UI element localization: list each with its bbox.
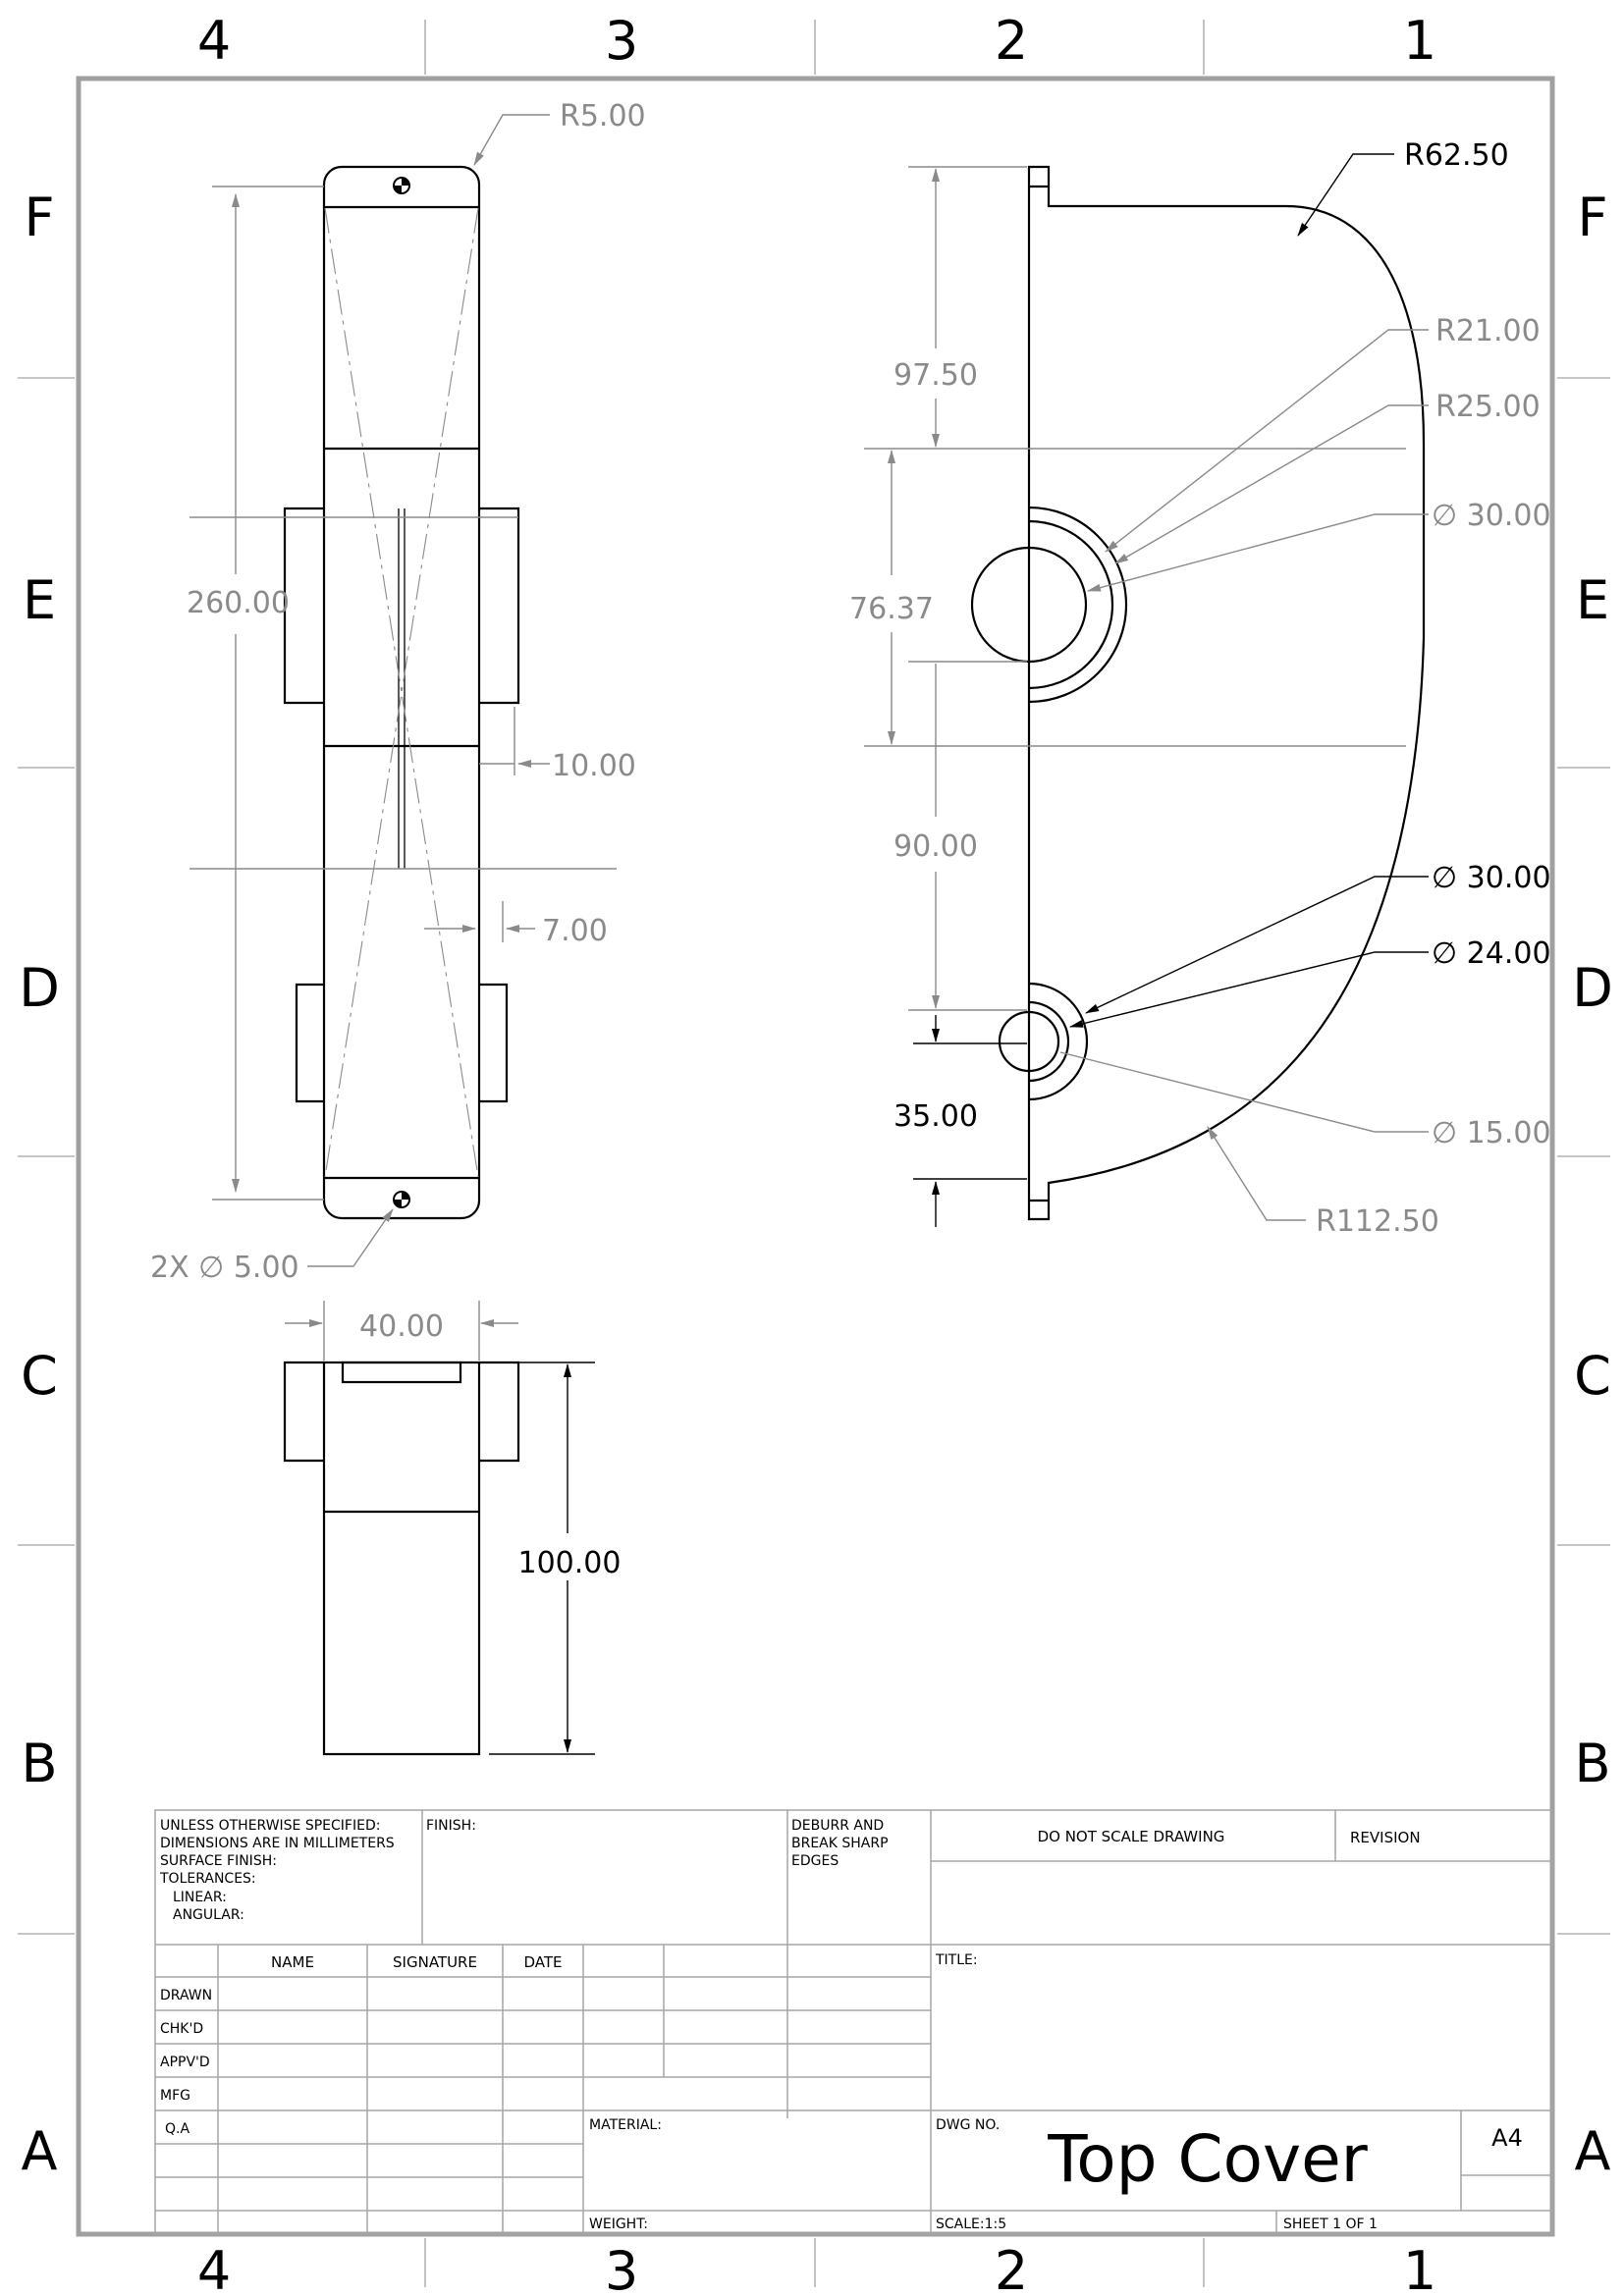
dim-dia-lower-mid: ∅ 24.00 <box>1432 936 1551 971</box>
role-approved: APPV'D <box>160 2055 210 2070</box>
zone-row-A-right: A <box>1575 2120 1611 2182</box>
dwg-no-label: DWG NO. <box>936 2117 1000 2133</box>
dim-97: 97.50 <box>893 358 978 393</box>
zone-col-2-top: 2 <box>995 10 1028 72</box>
spec-line-2: DIMENSIONS ARE IN MILLIMETERS <box>160 1836 395 1851</box>
header-date: DATE <box>523 1953 562 1971</box>
zone-row-D-left: D <box>19 957 60 1019</box>
dim-76: 76.37 <box>849 592 934 626</box>
bottom-view-body <box>322 1361 481 1756</box>
dim-mount-holes: 2X ∅ 5.00 <box>150 1251 299 1285</box>
zone-col-3-top: 3 <box>605 10 638 72</box>
dim-r112: R112.50 <box>1316 1204 1439 1239</box>
zone-col-4-bottom: 4 <box>197 2240 231 2296</box>
dim-width: 40.00 <box>359 1309 444 1344</box>
dim-dia-lower-hole: ∅ 15.00 <box>1432 1116 1551 1150</box>
right-lug-lower <box>479 983 509 1103</box>
bottom-view <box>283 1361 520 1756</box>
title-label: TITLE: <box>935 1952 978 1968</box>
spec-line-6: ANGULAR: <box>173 1907 244 1923</box>
dim-dia-lower-outer: ∅ 30.00 <box>1432 861 1551 895</box>
header-name: NAME <box>271 1953 314 1971</box>
title-block: UNLESS OTHERWISE SPECIFIED: DIMENSIONS A… <box>154 1809 1553 2235</box>
zone-col-2-bottom: 2 <box>995 2240 1028 2296</box>
lower-bore <box>998 1010 1060 1073</box>
drawing-title: Top Cover <box>1047 2121 1368 2197</box>
role-qa: Q.A <box>165 2121 189 2137</box>
role-drawn: DRAWN <box>160 1988 212 2003</box>
right-lug-upper <box>479 507 520 705</box>
dim-rib-offset: 10.00 <box>552 749 636 783</box>
zone-row-A-left: A <box>22 2120 58 2182</box>
zone-row-F-right: F <box>1577 187 1607 248</box>
dim-r62: R62.50 <box>1404 138 1509 173</box>
front-view-body <box>322 165 481 1220</box>
dim-rib-offset-lower: 7.00 <box>542 914 608 948</box>
spec-line-5: LINEAR: <box>173 1890 227 1905</box>
zone-row-C-right: C <box>1574 1345 1611 1407</box>
front-view-dimensions: R5.00 260.00 10.00 7.00 2X ∅ 5.00 <box>150 99 646 1285</box>
upper-bore <box>970 546 1088 664</box>
dim-dia-upper: ∅ 30.00 <box>1432 499 1551 533</box>
weight-label: WEIGHT: <box>589 2216 648 2232</box>
zone-row-C-left: C <box>21 1345 58 1407</box>
zone-col-4-top: 4 <box>197 10 231 72</box>
mount-hole-top <box>393 177 410 194</box>
zone-row-B-left: B <box>21 1733 57 1794</box>
zone-row-F-left: F <box>24 187 54 248</box>
zone-col-3-bottom: 3 <box>605 2240 638 2296</box>
zone-row-E-left: E <box>23 569 56 631</box>
zone-row-B-right: B <box>1574 1733 1610 1794</box>
bottom-view-dimensions: 40.00 100.00 <box>285 1301 622 1755</box>
spec-line-3: SURFACE FINISH: <box>160 1853 277 1869</box>
do-not-scale-label: DO NOT SCALE DRAWING <box>1038 1828 1225 1845</box>
sheet-border <box>76 76 1555 2237</box>
dim-r25: R25.00 <box>1435 390 1541 424</box>
mount-hole-bottom <box>393 1191 410 1208</box>
side-view-profile <box>1027 165 1426 1221</box>
dim-height: 100.00 <box>518 1546 622 1580</box>
revision-label: REVISION <box>1350 1829 1421 1846</box>
size-label: A4 <box>1491 2124 1523 2152</box>
deburr-line-1: DEBURR AND <box>791 1818 884 1834</box>
dim-r5: R5.00 <box>560 99 646 133</box>
header-signature: SIGNATURE <box>393 1953 477 1971</box>
left-lug-upper <box>283 507 324 705</box>
side-view-dimensions: R62.50 R21.00 R25.00 ∅ 30.00 ∅ 30.00 ∅ 2… <box>849 138 1551 1239</box>
role-mfg: MFG <box>160 2088 190 2104</box>
spec-line-4: TOLERANCES: <box>159 1871 256 1887</box>
sheet-label: SHEET 1 OF 1 <box>1283 2216 1378 2232</box>
dim-90: 90.00 <box>893 829 978 864</box>
finish-label: FINISH: <box>426 1818 476 1834</box>
front-view <box>283 165 520 1220</box>
zone-col-1-top: 1 <box>1403 10 1436 72</box>
dim-overall-length: 260.00 <box>187 586 290 620</box>
side-view <box>970 165 1426 1221</box>
dim-35: 35.00 <box>893 1099 978 1134</box>
material-label: MATERIAL: <box>589 2117 662 2133</box>
left-lug-lower <box>295 983 324 1103</box>
zone-row-E-right: E <box>1576 569 1609 631</box>
deburr-line-3: EDGES <box>791 1853 839 1869</box>
zone-ticks <box>18 20 1610 2287</box>
zone-row-D-right: D <box>1572 957 1613 1019</box>
deburr-line-2: BREAK SHARP <box>791 1836 889 1851</box>
scale-label: SCALE:1:5 <box>936 2216 1006 2232</box>
role-checked: CHK'D <box>160 2021 203 2037</box>
zone-col-1-bottom: 1 <box>1403 2240 1436 2296</box>
dim-r21: R21.00 <box>1435 314 1541 348</box>
spec-line-1: UNLESS OTHERWISE SPECIFIED: <box>160 1818 380 1834</box>
